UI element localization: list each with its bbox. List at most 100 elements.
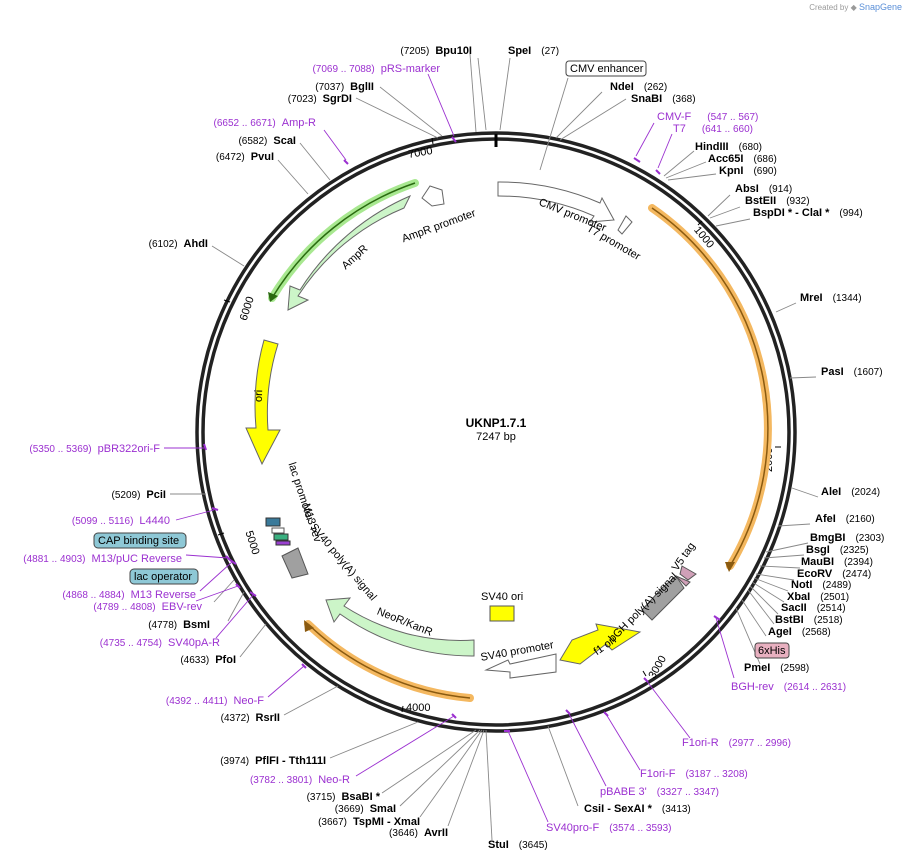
primer-pbabe-3: pBABE 3'(3327 .. 3347) — [600, 786, 719, 798]
site-afeI: AfeI(2160) — [815, 513, 875, 525]
tick-7000: 7000 — [407, 145, 433, 161]
cap-binding-label: CAP binding site — [98, 535, 179, 547]
his-tag-label: 6xHis — [758, 645, 786, 657]
primer-cmv-f: CMV-F(547 .. 567) — [657, 111, 758, 123]
site-bsmI: (4778)BsmI — [148, 619, 210, 631]
primer-sv40pa-r: (4735 .. 4754)SV40pA-R — [100, 637, 220, 649]
site-bpu10I: (7205)Bpu10I — [400, 45, 472, 57]
enzyme-sites: SpeI(27) NdeI(262) SnaBI(368) HindIII(68… — [112, 45, 885, 851]
ampr-arrow — [287, 194, 412, 311]
sv40-promoter-arrow — [484, 653, 557, 679]
lac-operator-label: lac operator — [134, 571, 192, 583]
primer-amp-r: (6652 .. 6671)Amp-R — [214, 117, 317, 129]
primer-m13-reverse: (4868 .. 4884)M13 Reverse — [62, 589, 196, 601]
primer-neo-r: (3782 .. 3801)Neo-R — [250, 774, 350, 786]
site-scaI: (6582)ScaI — [238, 135, 296, 147]
site-hindIII: HindIII(680) — [695, 141, 762, 153]
ampr-label: AmpR — [340, 243, 371, 272]
f1-ori-arrow — [559, 623, 642, 665]
site-bspDI-claI: BspDI * - ClaI *(994) — [753, 207, 863, 219]
site-pfoI: (4633)PfoI — [180, 654, 236, 666]
site-snaBI: SnaBI(368) — [631, 93, 696, 105]
site-smaI: (3669)SmaI — [335, 803, 396, 815]
ori-label: ori — [253, 390, 265, 403]
tick-4000: 4000 — [406, 702, 430, 714]
site-ageI: AgeI(2568) — [768, 626, 831, 638]
site-pasI: PasI(1607) — [821, 366, 883, 378]
plasmid-name: UKNP1.7.1 — [466, 416, 527, 430]
primer-bgh-rev: BGH-rev(2614 .. 2631) — [731, 681, 846, 693]
site-mauBI: MauBI(2394) — [801, 556, 873, 568]
ampr-promoter-label: AmpR promoter — [400, 207, 477, 245]
site-speI: SpeI(27) — [508, 45, 559, 57]
cap-site-box — [265, 517, 281, 527]
site-stuI: StuI(3645) — [488, 839, 548, 851]
site-bstBI: BstBI(2518) — [775, 614, 843, 626]
primer-sv40pro-f: SV40pro-F(3574 .. 3593) — [546, 822, 671, 834]
lac-promoter-box — [271, 527, 285, 534]
snapgene-credit: Created by ◆ SnapGene — [809, 2, 902, 12]
sv40-polya-arrow — [281, 547, 309, 579]
neo-kanr-arrow — [325, 597, 475, 657]
cap-binding-box — [93, 532, 187, 549]
primer-l4440: (5099 .. 5116)L4440 — [72, 515, 170, 527]
site-pvuI: (6472)PvuI — [216, 151, 274, 163]
site-xbaI: XbaI(2501) — [787, 591, 849, 603]
site-aleI: AleI(2024) — [821, 486, 880, 498]
primer-connectors — [164, 73, 735, 823]
m13-rev-box — [275, 540, 291, 546]
primer-pbr322ori-f: (5350 .. 5369)pBR322ori-F — [29, 443, 160, 455]
site-sacII: SacII(2514) — [781, 602, 846, 614]
primer-f1ori-r: F1ori-R(2977 .. 2996) — [682, 737, 791, 749]
site-sgrDI: (7023)SgrDI — [288, 93, 352, 105]
site-pciI: (5209)PciI — [112, 489, 166, 501]
primer-ebv-rev: (4789 .. 4808)EBV-rev — [93, 601, 202, 613]
site-bmgBI: BmgBI(2303) — [810, 532, 884, 544]
ori-arrow — [245, 339, 281, 466]
v5-tag-arrow — [679, 565, 697, 581]
bgh-polya-label: bGH poly(A) signal — [607, 571, 681, 645]
sv40-ori-label: SV40 ori — [481, 591, 523, 603]
lac-operator-box — [273, 533, 289, 541]
site-bsgI: BsgI(2325) — [806, 544, 869, 556]
site-csiI-sexAI: CsiI - SexAI *(3413) — [584, 803, 691, 815]
site-bsaBI: (3715)BsaBI * — [307, 791, 381, 803]
connector-lines — [170, 53, 819, 841]
site-notI: NotI(2489) — [791, 579, 851, 591]
primer-prs-marker: (7069 .. 7088)pRS-marker — [312, 63, 440, 75]
credit-app-name: SnapGene — [858, 2, 902, 12]
primer-t7: T7(641 .. 660) — [673, 123, 753, 135]
primer-neo-f: (4392 .. 4411)Neo-F — [166, 695, 264, 707]
his-tag-box — [754, 642, 790, 659]
credit-text: Created by — [809, 3, 849, 12]
site-tspMI-xmaI: (3667)TspMI - XmaI — [318, 816, 420, 828]
site-ahdI: (6102)AhdI — [149, 238, 208, 250]
orf-highlights — [268, 179, 772, 702]
site-pmeI: PmeI(2598) — [744, 662, 809, 674]
t7-promoter-arrow — [617, 215, 633, 235]
sv40-polya-label: SV40 poly(A) signal — [307, 521, 378, 603]
primer-f1ori-f: F1ori-F(3187 .. 3208) — [640, 768, 748, 780]
cmv-enhancer-label: CMV enhancer — [570, 63, 644, 75]
site-rsrII: (4372)RsrII — [221, 712, 280, 724]
boxed-labels: CMV enhancer CAP binding site lac operat… — [93, 60, 790, 659]
plasmid-backbone — [195, 131, 797, 733]
site-kpnI: KpnI(690) — [719, 165, 777, 177]
site-absI: AbsI(914) — [735, 183, 792, 195]
plasmid-size: 7247 bp — [476, 431, 516, 443]
site-ndeI: NdeI(262) — [610, 81, 667, 93]
site-acc65I: Acc65I(686) — [708, 153, 777, 165]
ampr-promoter-arrow — [421, 185, 445, 207]
tick-6000: 6000 — [238, 295, 257, 322]
site-ecoRV: EcoRV(2474) — [797, 568, 871, 580]
site-pflFI-tth111I: (3974)PflFI - Tth111I — [220, 755, 326, 767]
cmv-enhancer-box — [565, 60, 647, 77]
site-mreI: MreI(1344) — [800, 292, 862, 304]
primer-m13-puc-reverse: (4881 .. 4903)M13/pUC Reverse — [23, 553, 182, 565]
tick-5000: 5000 — [243, 529, 262, 556]
primer-labels: (7069 .. 7088)pRS-marker (6652 .. 6671)A… — [23, 63, 846, 834]
site-bstEII: BstEII(932) — [745, 195, 810, 207]
cmv-promoter-arrow — [497, 181, 615, 223]
his-tag-arrow — [675, 575, 691, 587]
